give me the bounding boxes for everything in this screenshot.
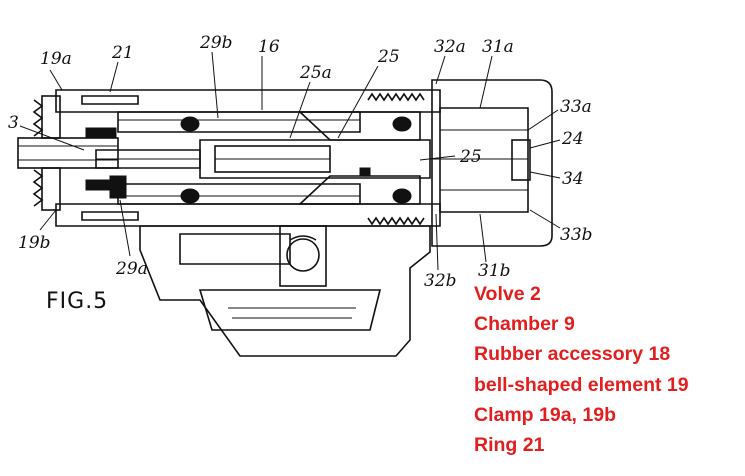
label-31b: 31b	[478, 261, 511, 281]
label-33a: 33a	[560, 97, 592, 117]
threaded-end	[32, 95, 61, 211]
legend-item-valve: Volve 2	[474, 283, 541, 305]
seals	[85, 116, 412, 204]
label-29a: 29a	[115, 259, 148, 279]
legend: Volve 2 Chamber 9 Rubber accessory 18 be…	[474, 279, 689, 460]
label-19b: 19b	[18, 233, 51, 253]
leader-lines	[19, 51, 561, 271]
label-16: 16	[258, 37, 280, 57]
figure-title: FIG.5	[46, 289, 108, 314]
label-32a: 32a	[434, 37, 466, 57]
label-29b: 29b	[199, 33, 233, 53]
label-32b: 32b	[424, 271, 457, 291]
label-25a: 25a	[299, 63, 332, 83]
label-34: 34	[562, 169, 584, 189]
label-25-mid: 25	[459, 147, 482, 167]
end-cap	[430, 79, 553, 247]
legend-item-ring: Ring 21	[474, 434, 545, 457]
label-19a: 19a	[40, 49, 72, 69]
label-21: 21	[111, 43, 134, 63]
legend-item-rubber-accessory: Rubber accessory 18	[474, 343, 671, 366]
label-3: 3	[8, 113, 19, 133]
legend-item-clamp: Clamp 19a, 19b	[474, 403, 616, 426]
label-33b: 33b	[560, 225, 593, 245]
label-31a: 31a	[482, 37, 514, 57]
lower-body	[139, 225, 431, 357]
label-24: 24	[561, 129, 584, 149]
legend-item-chamber: Chamber 9	[474, 313, 575, 336]
reference-labels: 19a 21 29b 16 25a 25 32a 31a 33a 3 24 25…	[8, 33, 593, 291]
valve-core	[95, 139, 431, 179]
toothed-coupling	[367, 92, 425, 226]
label-25-top: 25	[377, 47, 400, 67]
inlet-bore	[17, 137, 119, 169]
legend-item-bell-element: bell-shaped element 19	[474, 373, 689, 396]
